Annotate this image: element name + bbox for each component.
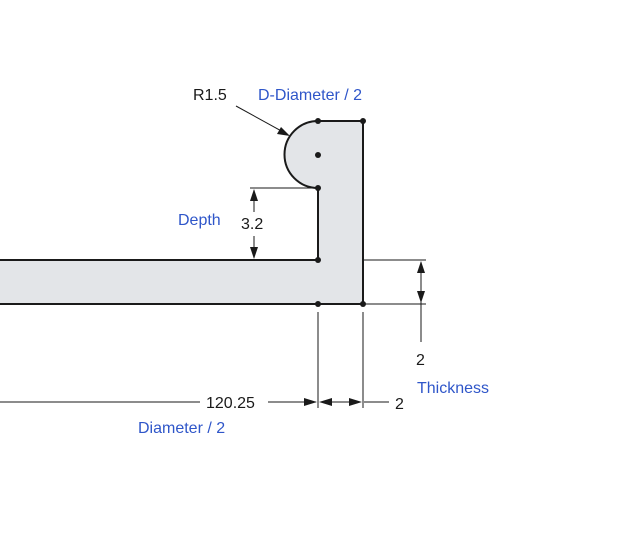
vertex-top-right[interactable] <box>360 118 366 124</box>
thickness-value[interactable]: 2 <box>416 352 425 369</box>
depth-variable[interactable]: Depth <box>178 212 221 229</box>
depth-arrowhead-top <box>250 189 258 201</box>
vertex-top-left[interactable] <box>315 118 321 124</box>
radius-arrowhead <box>277 127 290 136</box>
end-width-dimension[interactable]: 2 <box>319 396 404 413</box>
depth-arrowhead-bottom <box>250 247 258 259</box>
vertex-arc-center[interactable] <box>315 152 321 158</box>
radius-value[interactable]: R1.5 <box>193 87 227 104</box>
depth-value[interactable]: 3.2 <box>241 216 263 233</box>
profile-shape[interactable] <box>0 120 364 305</box>
end-width-arrowhead-right <box>349 398 362 406</box>
radius-leader <box>235 105 286 134</box>
half-diameter-arrowhead <box>304 398 317 406</box>
vertex-step[interactable] <box>315 257 321 263</box>
end-width-arrowhead-left <box>319 398 332 406</box>
radius-dimension[interactable]: R1.5 <box>193 87 290 136</box>
end-width-value[interactable]: 2 <box>395 396 404 413</box>
vertex-bottom-inner[interactable] <box>315 301 321 307</box>
thickness-arrowhead-bottom <box>417 291 425 303</box>
thickness-variable[interactable]: Thickness <box>417 380 489 397</box>
thickness-dimension[interactable]: 2 <box>363 259 426 369</box>
half-diameter-value[interactable]: 120.25 <box>206 395 255 412</box>
horizontal-dimensions <box>317 312 364 408</box>
half-diameter-dimension[interactable]: 120.25 <box>0 395 317 412</box>
depth-dimension[interactable]: 3.2 <box>241 187 318 259</box>
thickness-arrowhead-top <box>417 261 425 273</box>
d-diameter-variable[interactable]: D-Diameter / 2 <box>258 87 362 104</box>
diameter-variable[interactable]: Diameter / 2 <box>138 420 225 437</box>
